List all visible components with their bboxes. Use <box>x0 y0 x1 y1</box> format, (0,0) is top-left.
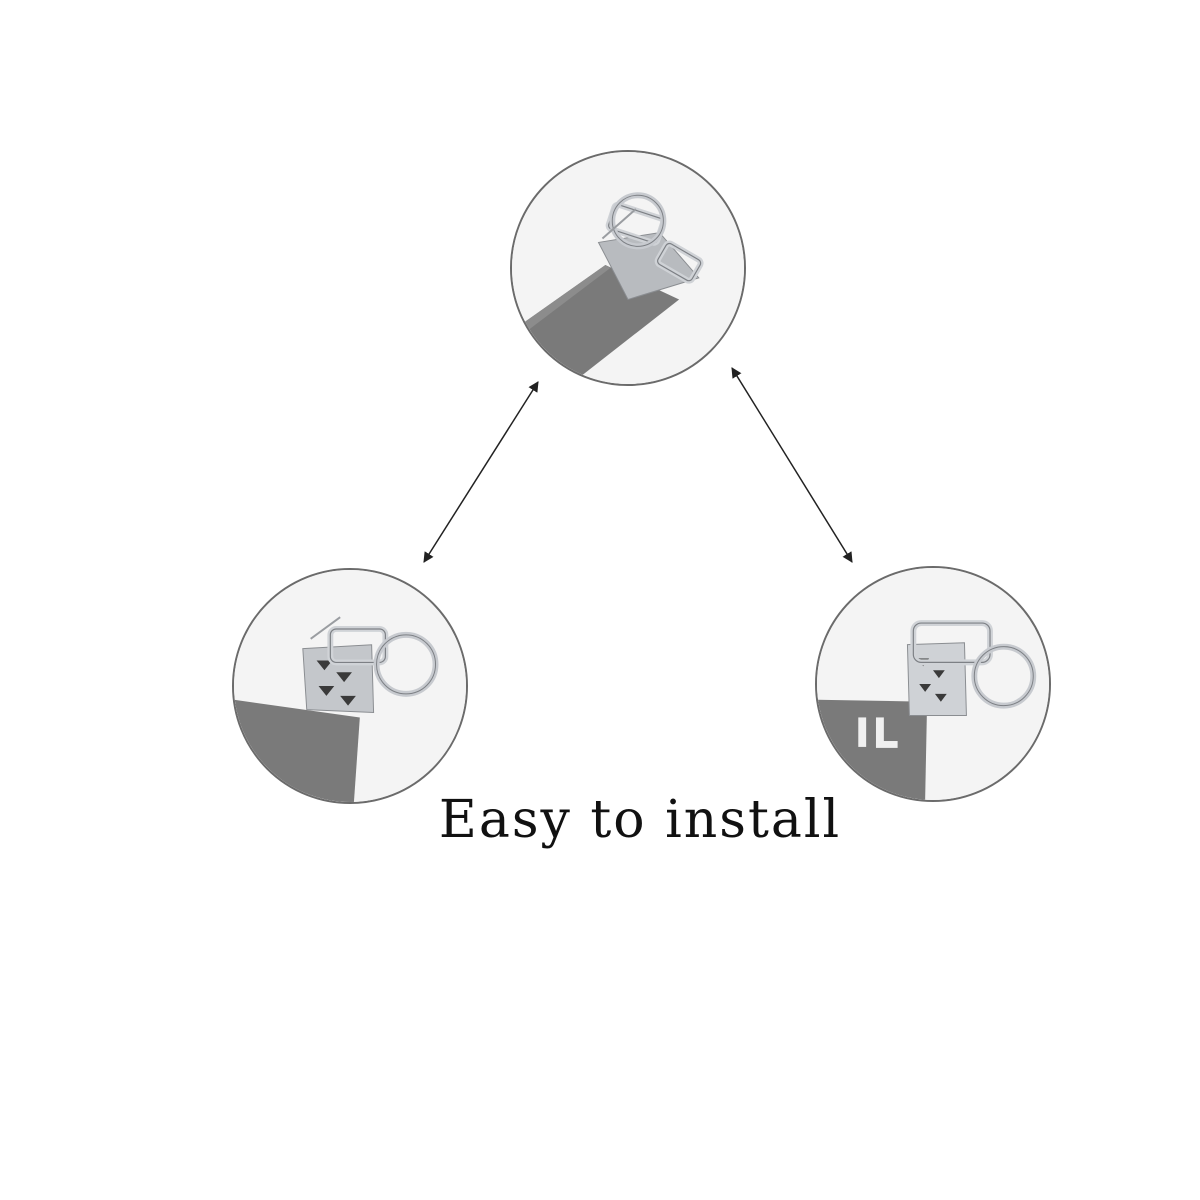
step-circle-right <box>815 566 1051 802</box>
keyfob-hardware-icon <box>512 152 744 384</box>
keyfob-hardware-icon <box>234 570 466 802</box>
step-circle-left <box>232 568 468 804</box>
caption-text: Easy to install <box>438 790 842 850</box>
step-circle-top <box>510 150 746 386</box>
keyfob-hardware-icon <box>817 568 1049 800</box>
arrow-left-to-top <box>423 381 539 563</box>
arrow-top-to-right <box>731 367 853 563</box>
